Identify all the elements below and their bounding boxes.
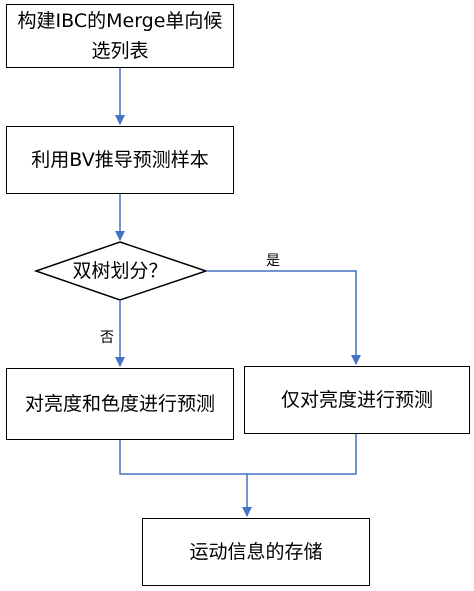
edge-label-yes: 是	[266, 253, 280, 269]
edge-label-no: 否	[100, 330, 114, 346]
node-derive-prediction-from-bv: 利用BV推导预测样本	[6, 126, 234, 194]
node-build-ibc-merge-list: 构建IBC的Merge单向候选列表	[6, 4, 234, 68]
node-predict-luma-and-chroma: 对亮度和色度进行预测	[6, 368, 234, 440]
merge-line-left	[119, 434, 357, 475]
node-store-motion-info: 运动信息的存储	[142, 518, 370, 586]
node-dual-tree-decision: 双树划分？	[72, 260, 168, 282]
arrow-yes-branch	[206, 270, 361, 365]
node-predict-luma-only: 仅对亮度进行预测	[244, 366, 470, 434]
